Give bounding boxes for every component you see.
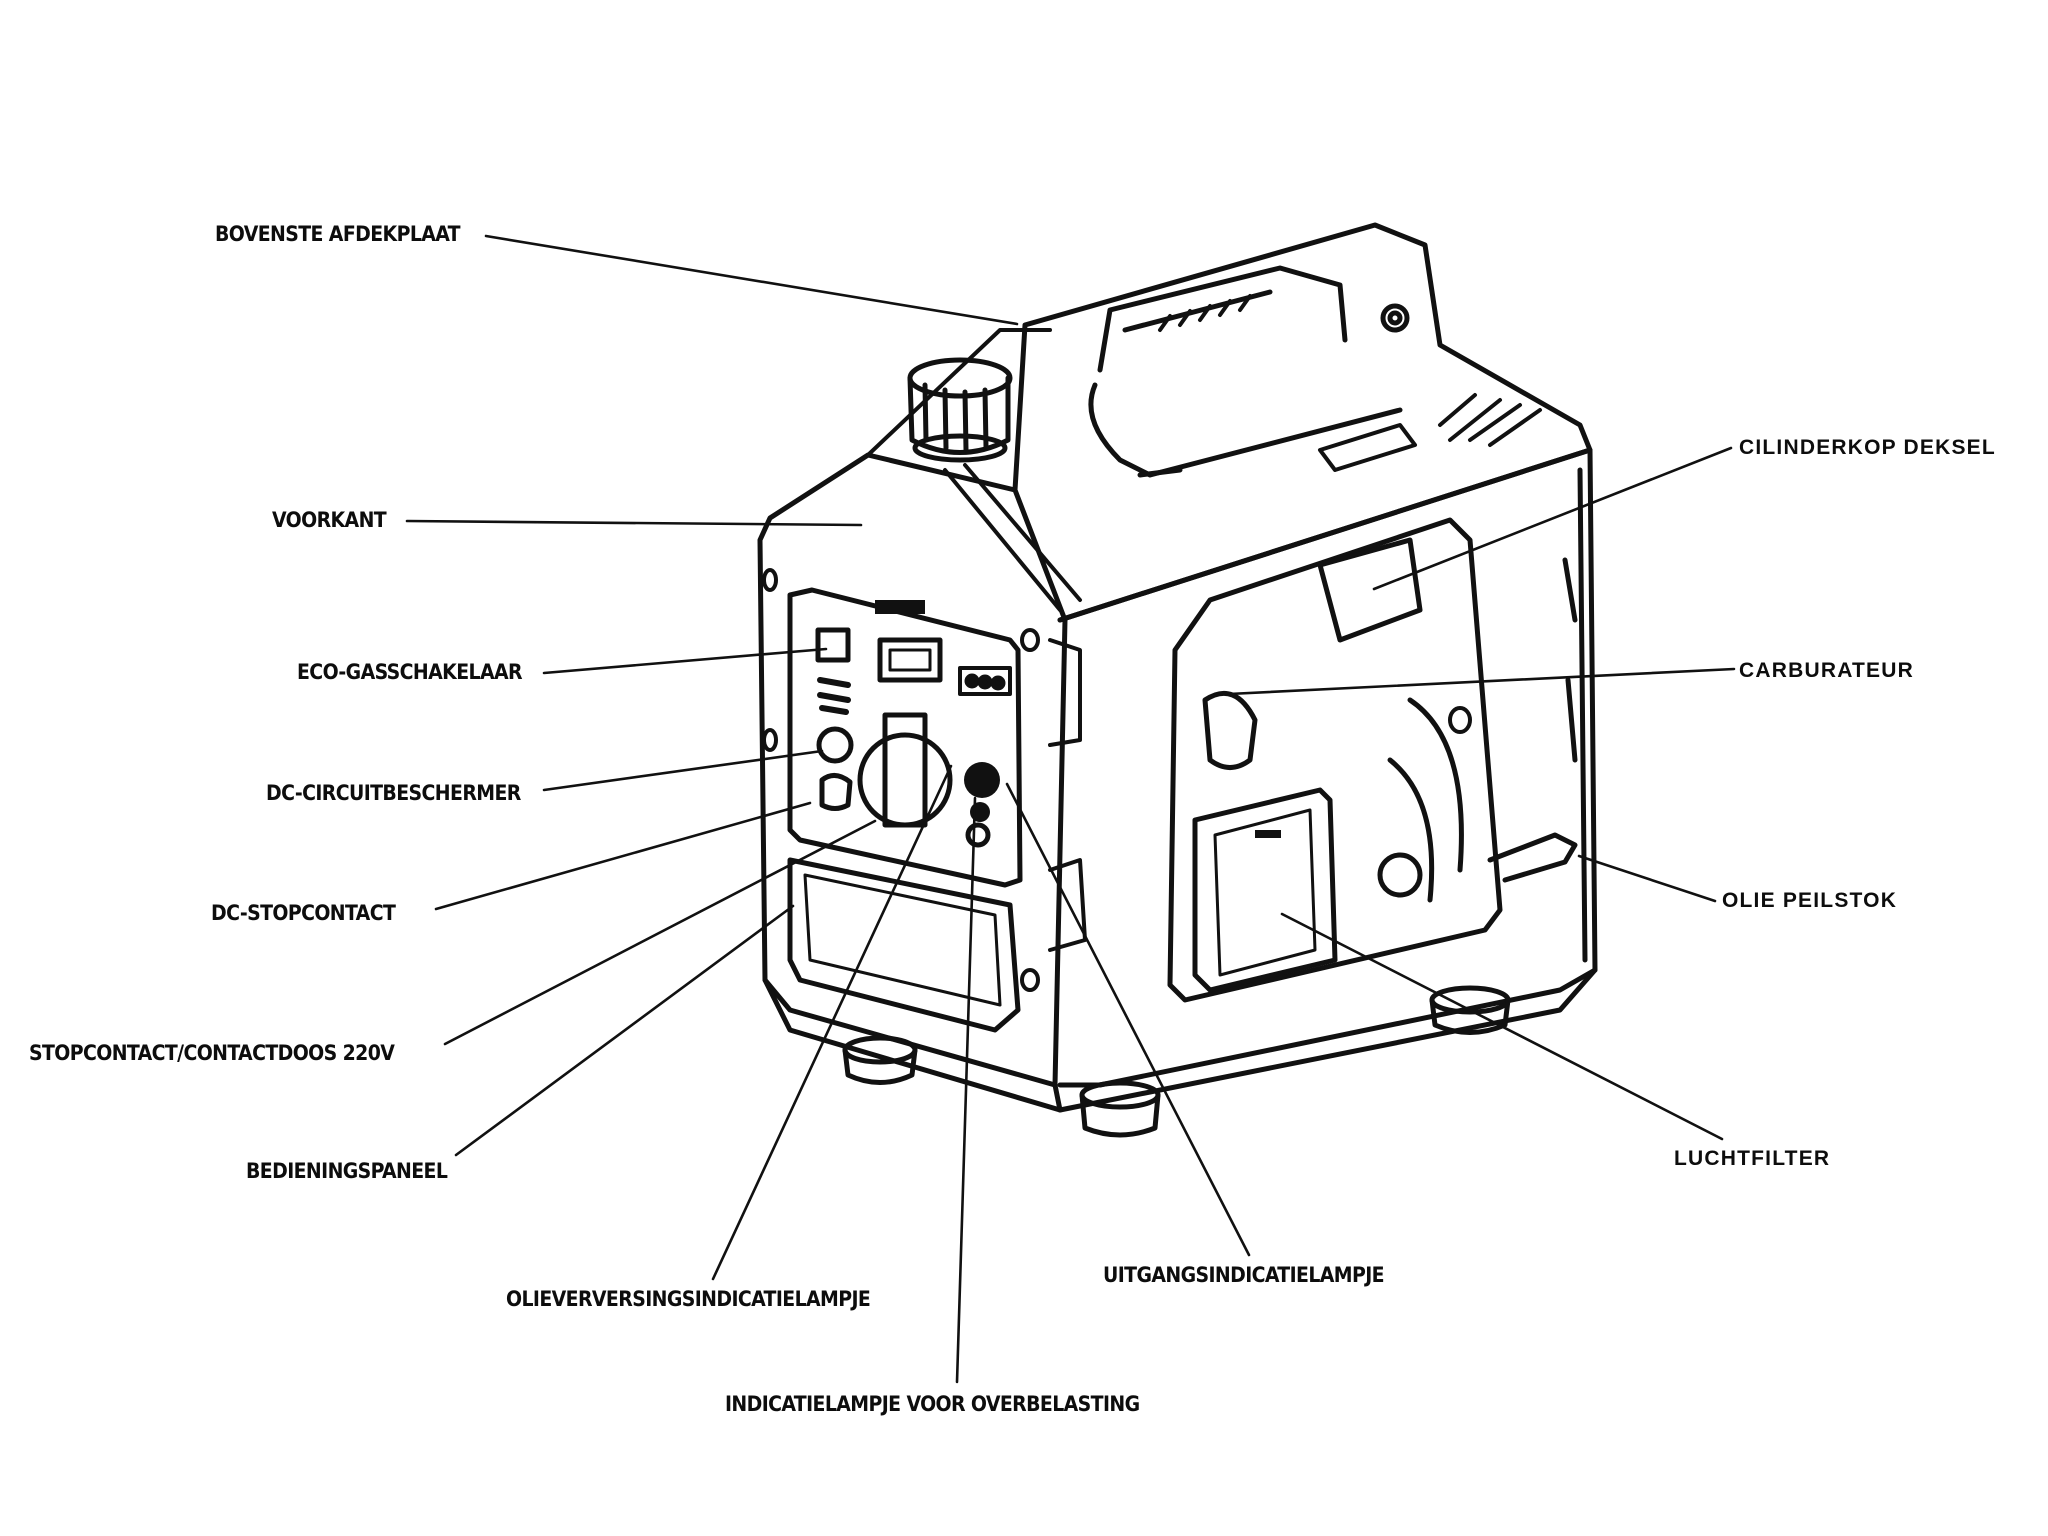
label-uitgangsindicatielampje: UITGANGSINDICATIELAMPJE (1103, 1263, 1385, 1287)
air-filter (1192, 787, 1338, 993)
leader-bedieningspaneel (454, 904, 795, 1157)
screw-holes (762, 568, 1472, 992)
label-indicatielampje-overbelasting: INDICATIELAMPJE VOOR OVERBELASTING (725, 1392, 1140, 1416)
fuel-cap (907, 357, 1013, 463)
leader-dc-circuitbeschermer (542, 749, 824, 792)
oil-dipstick (1487, 832, 1578, 883)
leader-stopcontact-220v (443, 819, 877, 1046)
leader-voorkant (405, 519, 863, 527)
control-panel (787, 587, 1023, 888)
cylinder-head-cover (1317, 537, 1423, 643)
leader-carburateur (1227, 667, 1736, 696)
right-side-outline (1057, 447, 1598, 1088)
label-cilinderkop-deksel: CILINDERKOP DEKSEL (1739, 436, 1996, 459)
leader-indicatielampje-overbelasting (955, 796, 977, 1384)
label-stopcontact-220v: STOPCONTACT/CONTACTDOOS 220V (29, 1041, 395, 1065)
label-olie-peilstok: OLIE PEILSTOK (1722, 889, 1898, 912)
lower-front-panel (787, 857, 1021, 1033)
front-frame (866, 328, 1087, 952)
label-carburateur: CARBURATEUR (1739, 659, 1914, 682)
label-dc-stopcontact: DC-STOPCONTACT (211, 901, 396, 925)
top-surface (1012, 222, 1593, 623)
label-eco-gasschakelaar: ECO-GASSCHAKELAAR (297, 660, 523, 684)
leader-olie-peilstok (1577, 854, 1717, 903)
label-bedieningspaneel: BEDIENINGSPANEEL (246, 1159, 448, 1183)
label-luchtfilter: LUCHTFILTER (1674, 1147, 1831, 1170)
engine-opening (1167, 517, 1578, 1003)
leader-dc-stopcontact (434, 801, 812, 911)
label-dc-circuitbeschermer: DC-CIRCUITBESCHERMER (266, 781, 521, 805)
leader-olieverversingsindicatielampje (711, 764, 953, 1281)
leader-luchtfilter (1280, 912, 1724, 1141)
carry-handle (1088, 265, 1410, 478)
label-olieverversingsindicatielampje: OLIEVERVERSINGSINDICATIELAMPJE (506, 1287, 871, 1311)
label-bovenste-afdekplaat: BOVENSTE AFDEKPLAAT (215, 222, 461, 246)
leader-cilinderkop-deksel (1372, 446, 1733, 591)
label-voorkant: VOORKANT (272, 508, 387, 532)
side-hinges (1562, 467, 1588, 963)
feet (842, 985, 1511, 1138)
leader-bovenste-afdekplaat (484, 234, 1019, 326)
generator-body (757, 222, 1598, 1113)
top-vents (1318, 393, 1542, 472)
leader-eco-gasschakelaar (542, 647, 828, 675)
leader-uitgangsindicatielampje (1005, 782, 1251, 1257)
carburetor (1202, 690, 1258, 770)
